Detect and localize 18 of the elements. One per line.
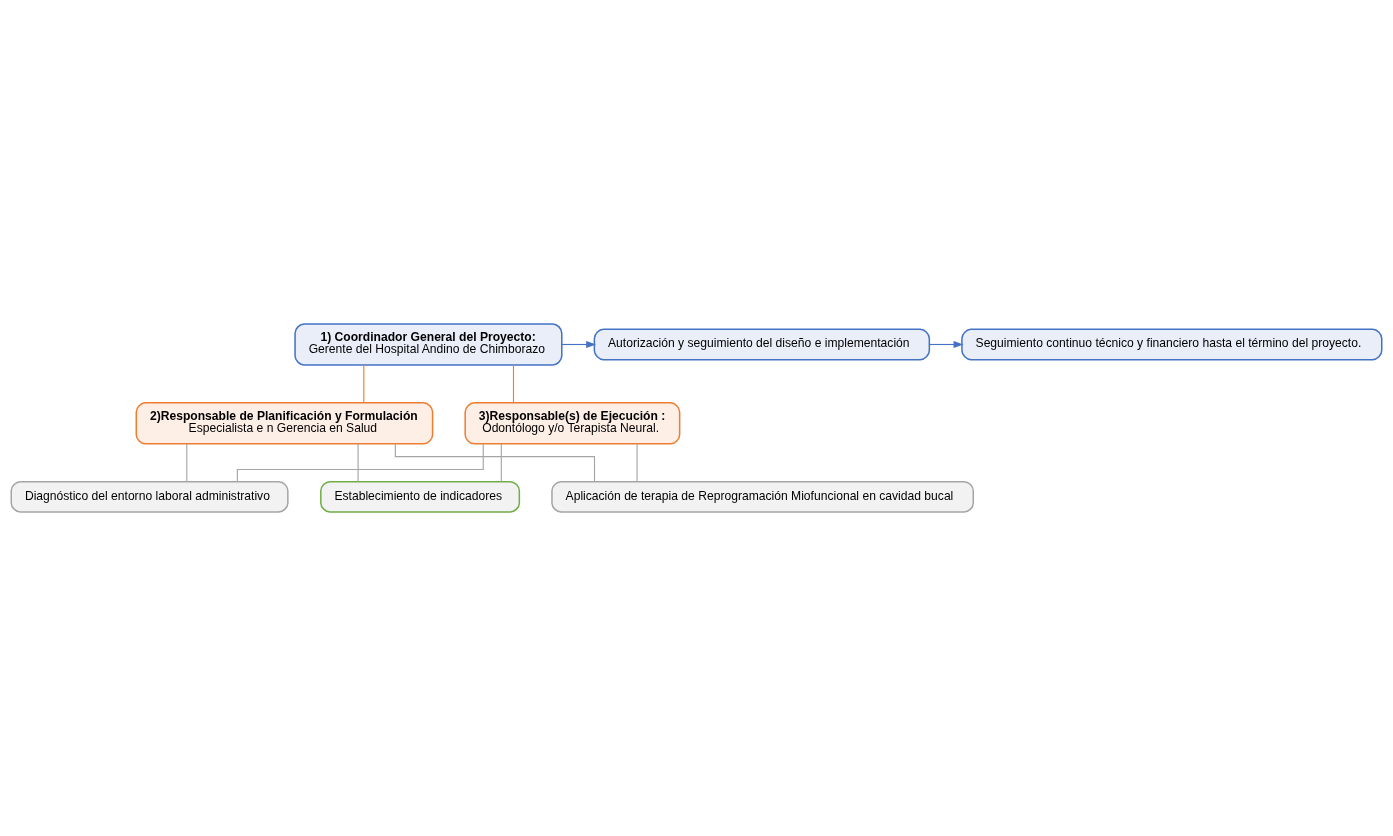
connector <box>363 364 365 404</box>
node-box: Establecimiento de indicadores <box>320 480 521 513</box>
connector <box>636 443 638 483</box>
connector <box>512 364 515 404</box>
node-box: Seguimiento continuo técnico y financiero hasta el término del proyecto. <box>961 328 1383 361</box>
node-box: Autorización y seguimiento del diseño e implementación <box>593 328 931 361</box>
node-box: 2)Responsable de Planificación y Formulación Especialista e n Gerencia en Salud <box>135 402 434 445</box>
connector <box>186 443 188 483</box>
arrow <box>561 341 597 348</box>
node-box: Diagnóstico del entorno laboral administrativo <box>10 480 289 513</box>
connector <box>394 443 596 483</box>
node-box: 1) Coordinador General del Proyecto: Gerente del Hospital Andino de Chimborazo <box>294 323 563 366</box>
node-box: Aplicación de terapia de Reprogramación Miofuncional en cavidad bucal <box>551 480 975 513</box>
connector <box>357 443 359 483</box>
arrow <box>928 341 964 348</box>
connector <box>500 443 502 483</box>
node-box: 3)Responsable(s) de Ejecución : Odontólogo y/o Terapista Neural. <box>464 402 681 445</box>
connector <box>236 443 484 483</box>
